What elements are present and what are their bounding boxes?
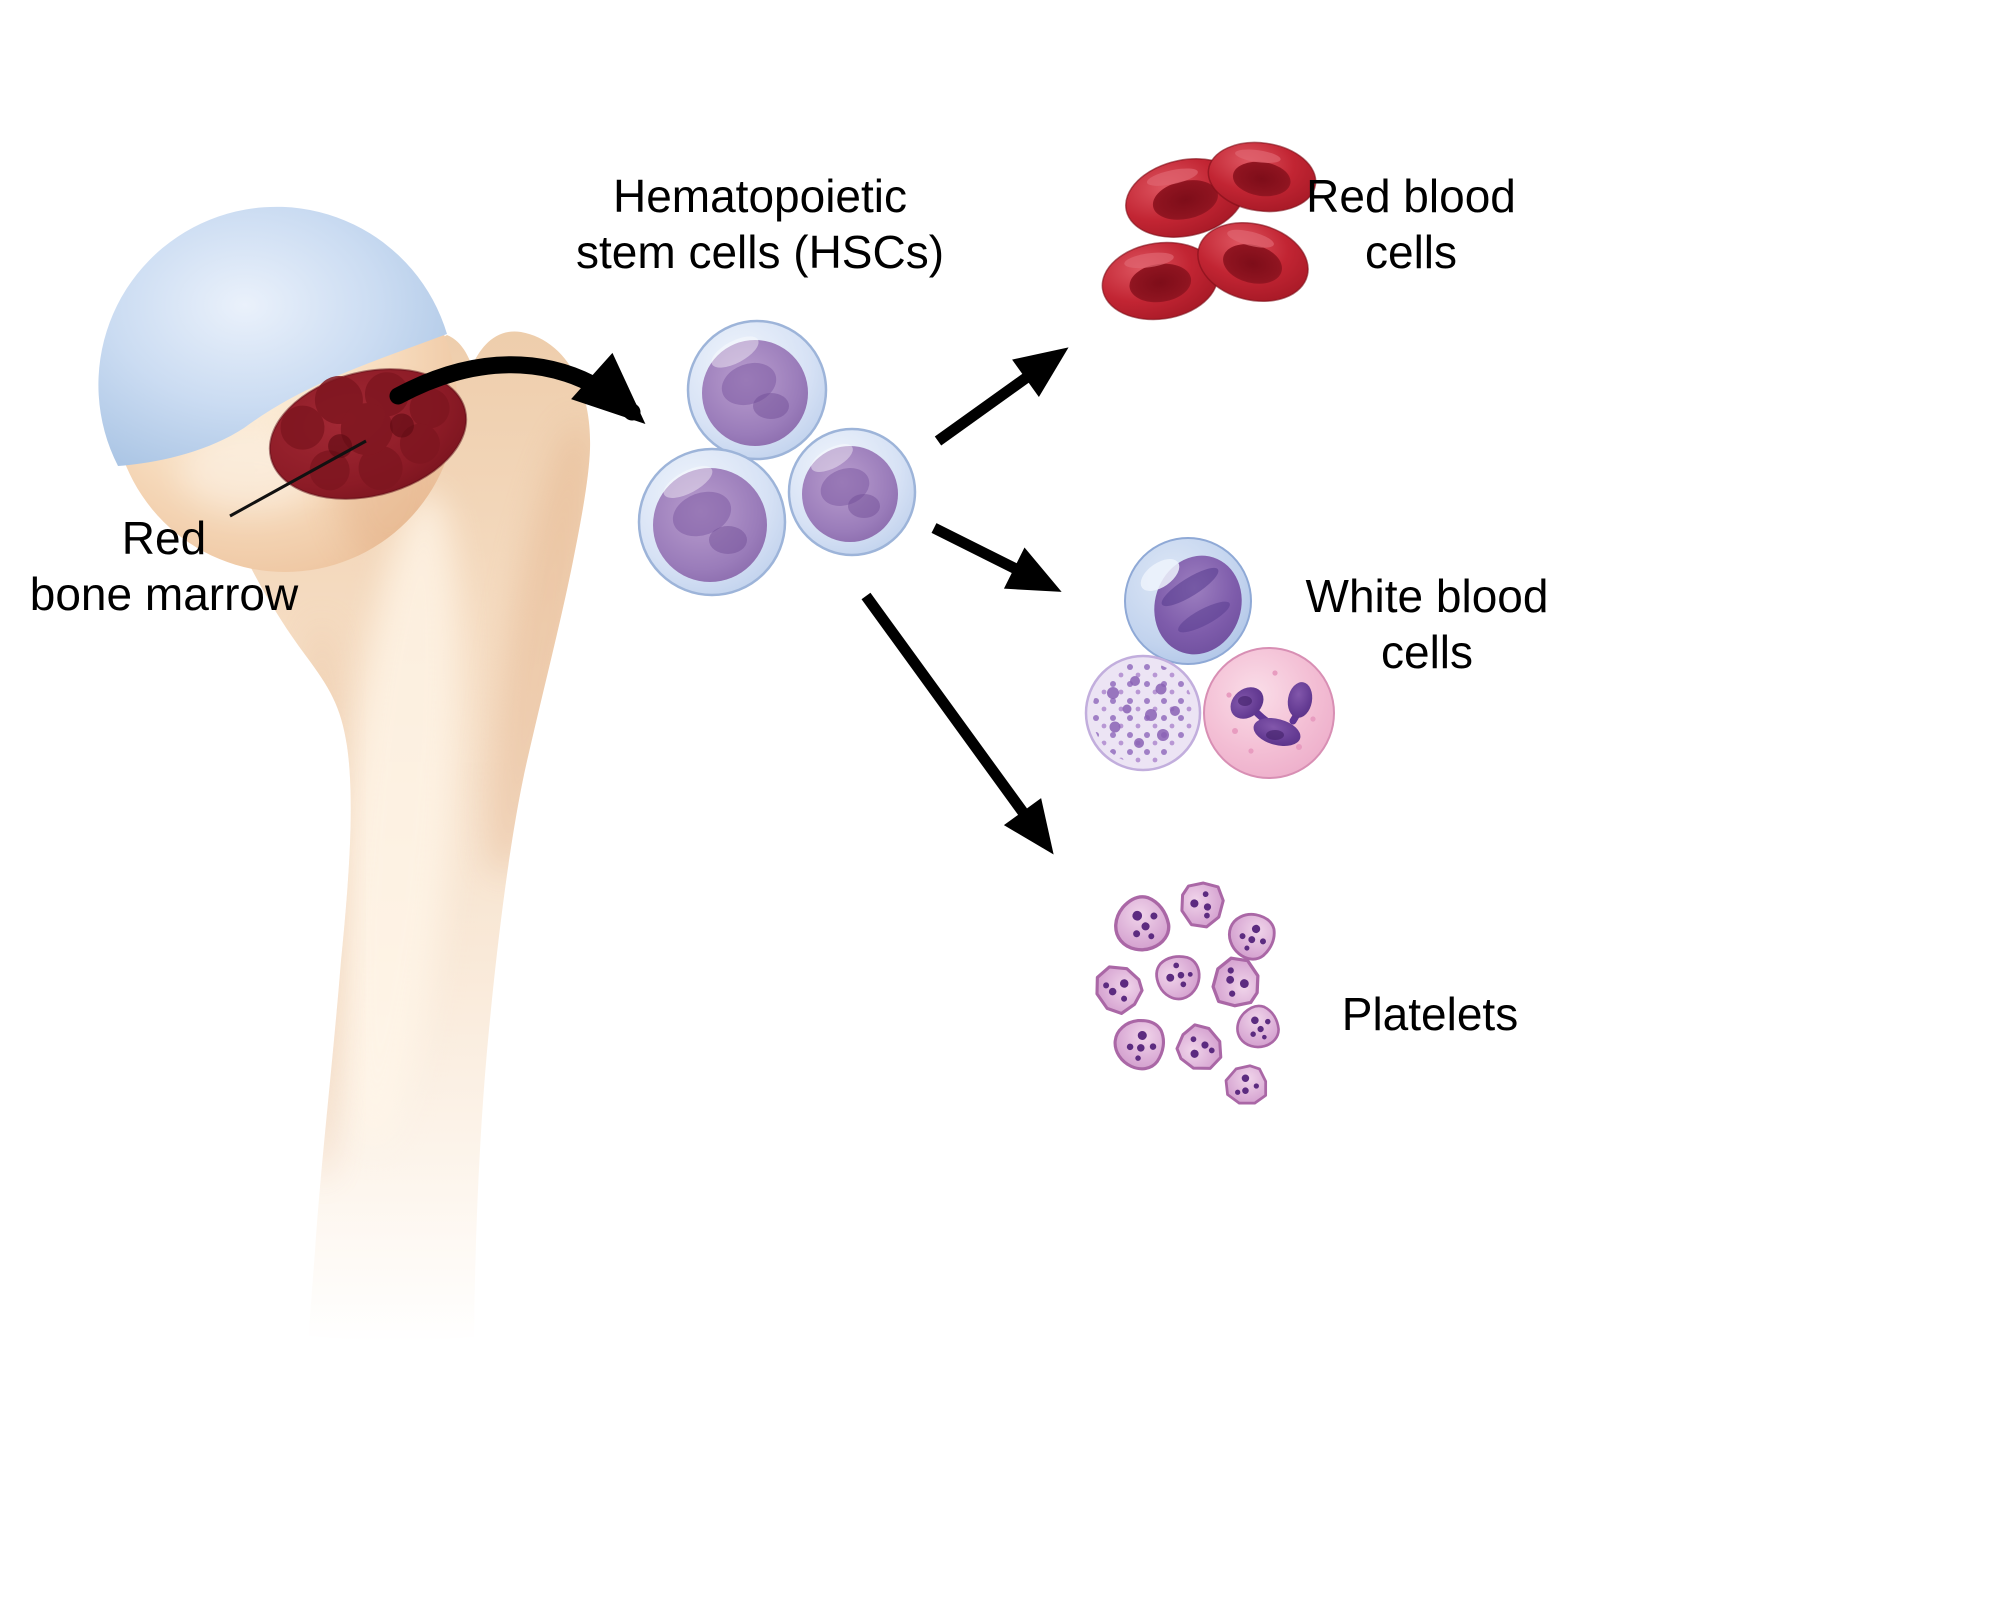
white-blood-cell-group [1084,537,1335,779]
stem-cell [686,319,828,461]
label-white-blood-cells: White blood cells [1266,568,1588,680]
label-line: cells [1364,226,1458,279]
label-line: Platelets [1341,988,1519,1040]
red-blood-cell [1207,141,1317,213]
marrow-pointer-line [229,439,367,518]
label-line: Red [121,512,207,564]
platelet [1171,871,1235,936]
neutrophil-cell [1203,647,1335,779]
label-line: White blood [1305,570,1549,622]
lymphocyte-cell [1124,537,1252,665]
label-line: bone marrow [29,568,299,621]
marrow-texture [280,372,450,491]
hsc-cluster [637,319,917,597]
label-red-blood-cells: Red blood cells [1256,168,1566,280]
platelet [1146,944,1210,1009]
arrow-marrow-to-hsc [389,352,646,424]
stem-cell [637,447,787,597]
cartilage-cap [98,206,448,466]
label-hematopoietic-stem-cells: Hematopoietic stem cells (HSCs) [420,168,1100,280]
label-line: stem cells (HSCs) [575,226,945,279]
label-line: Red blood [1306,170,1516,222]
platelet [1090,962,1147,1018]
platelet [1223,907,1282,966]
label-line: Hematopoietic [612,170,908,222]
platelet [1105,1009,1176,1080]
neutrophil-granules [1226,670,1316,754]
stem-cell [787,427,917,557]
red-blood-cell [1101,241,1219,321]
platelet [1230,999,1287,1055]
label-red-bone-marrow: Red bone marrow [8,510,320,622]
platelet [1173,1021,1225,1072]
arrow-to-red-blood-cells [934,347,1069,446]
granulocyte-granules [1107,676,1180,748]
label-line: cells [1380,626,1474,679]
red-blood-cell [1197,221,1309,303]
red-blood-cell-group [1101,141,1317,321]
arrow-to-white-blood-cells [931,523,1062,592]
platelet [1217,1055,1278,1116]
label-platelets: Platelets [1280,986,1580,1042]
platelet [1108,889,1177,958]
arrow-to-platelets [861,592,1054,855]
granulocyte-cell [1084,654,1202,772]
platelet-cluster [1090,871,1287,1116]
